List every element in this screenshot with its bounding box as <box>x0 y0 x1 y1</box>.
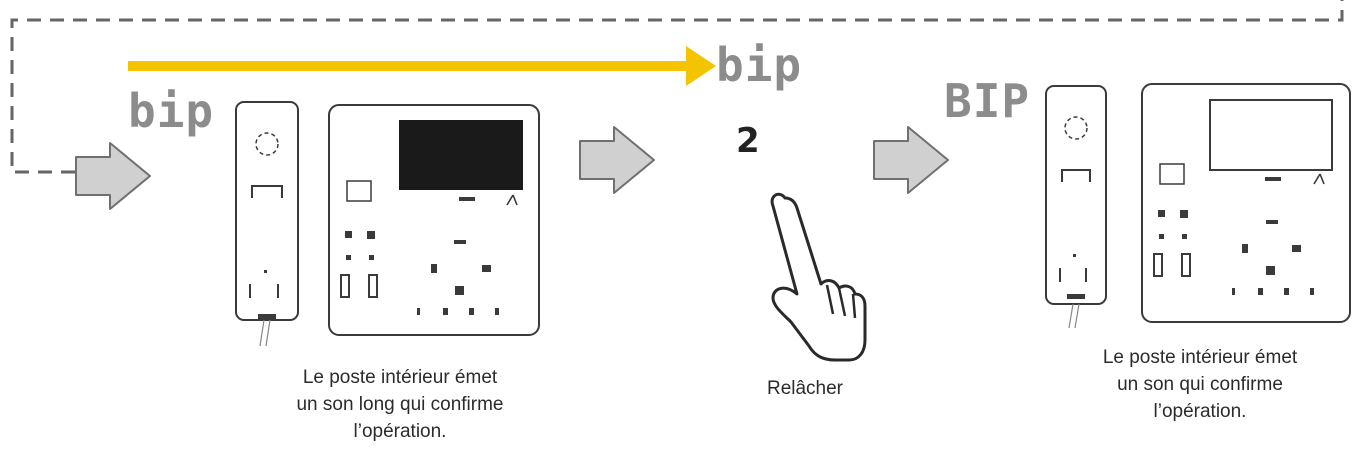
caption-first: Le poste intérieur émet un son long qui … <box>250 364 550 445</box>
caption-first-line-1: Le poste intérieur émet <box>302 367 498 388</box>
sound-bip-final: BIP <box>944 74 1031 128</box>
caption-last-line-1: Le poste intérieur émet <box>1102 347 1298 368</box>
step-arrow-icon <box>873 126 949 194</box>
caption-middle: Relâcher <box>740 375 870 402</box>
caption-first-line-2: un son long qui confirme <box>296 394 504 415</box>
hand-pointing-icon <box>770 192 867 362</box>
caption-middle-line: Relâcher <box>766 378 844 399</box>
intercom-handset-icon <box>1045 85 1107 329</box>
intercom-monitor-icon <box>328 104 540 336</box>
sound-bip-second: bip <box>716 38 803 92</box>
caption-last: Le poste intérieur émet un son qui confi… <box>1050 344 1350 425</box>
caption-last-line-3: l’opération. <box>1153 401 1247 422</box>
sound-bip-first: bip <box>128 84 215 138</box>
caption-last-line-2: un son qui confirme <box>1117 374 1283 395</box>
key-digit: 2 <box>736 121 760 161</box>
intercom-handset-icon <box>235 101 299 347</box>
step-arrow-icon <box>75 142 151 210</box>
intercom-monitor-icon <box>1141 83 1351 323</box>
caption-first-line-3: l’opération. <box>353 421 447 442</box>
step-arrow-icon <box>579 126 655 194</box>
